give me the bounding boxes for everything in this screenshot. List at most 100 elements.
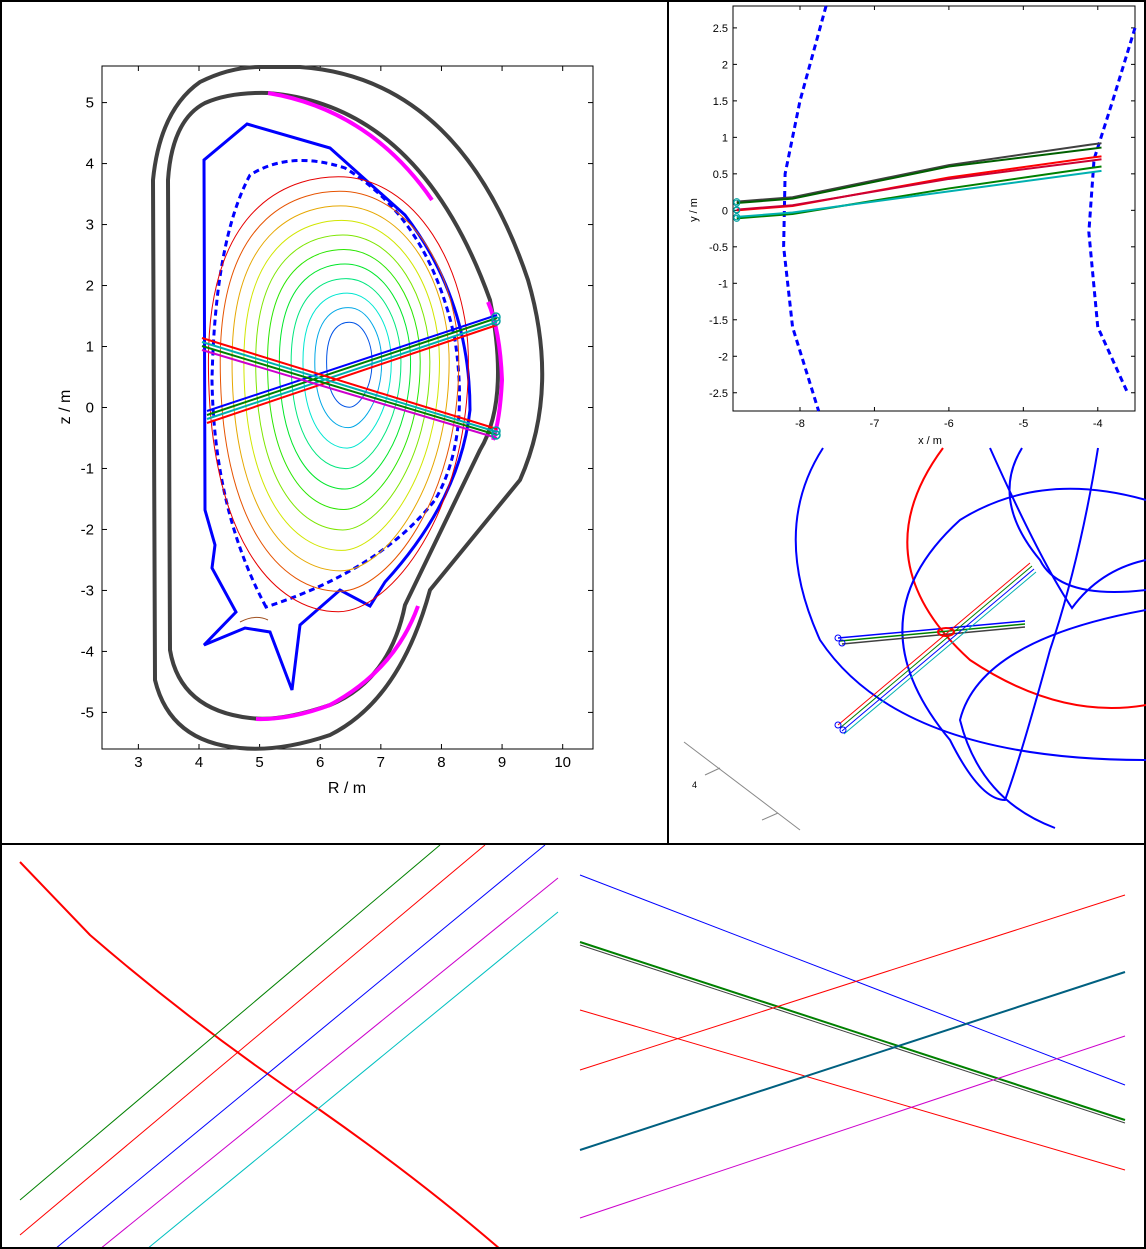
sightline-3d	[839, 623, 1026, 642]
sightline-p5	[579, 874, 1126, 1086]
cross-section-ylabel: z / m	[57, 390, 74, 425]
port-section-bottom	[255, 605, 420, 722]
y-tick-label: -5	[81, 704, 94, 721]
y-tick-label: -0.5	[709, 242, 728, 254]
torus-boundary	[901, 447, 1146, 802]
sightline	[736, 158, 1102, 211]
top-view-data	[733, 5, 1137, 412]
sightline-p5	[579, 1035, 1126, 1219]
flux-surface	[302, 292, 392, 449]
y-tick-label: -1	[81, 460, 94, 477]
perspective-sightlines	[834, 562, 1037, 735]
port-marker-upper	[491, 312, 501, 322]
ellipsoid-oblique	[19, 845, 559, 1247]
y-tick-label: -2	[81, 521, 94, 538]
sightline-p4	[19, 845, 486, 1236]
sightline-p4	[19, 845, 441, 1201]
port-marker	[733, 199, 741, 207]
sightline-lower-red	[201, 337, 498, 430]
torus-boundary	[1008, 447, 1146, 593]
x-tick-label: -6	[944, 418, 954, 430]
ellipsoid-parallel	[670, 672, 1050, 732]
y-tick-label: 1	[86, 339, 94, 356]
sightline-3d	[841, 568, 1035, 732]
port-marker-3d	[834, 634, 842, 642]
top-view-ticks: -8-7-6-5-4-2.5-2-1.5-1-0.500.511.522.5	[709, 6, 1135, 430]
sightline-p4	[56, 845, 546, 1247]
perspective-axis: 4	[683, 741, 801, 831]
y-tick-label: 0	[722, 205, 728, 217]
sightline-lower-magenta	[201, 349, 498, 439]
cross-section-sightlines	[201, 312, 501, 623]
sightline	[736, 169, 1102, 218]
flux-surface	[243, 219, 440, 551]
sightline	[736, 146, 1102, 205]
x-tick-label: 8	[437, 754, 445, 771]
port-marker-lower	[491, 430, 501, 440]
port-marker-3d	[838, 639, 846, 647]
sightline-p4	[148, 911, 559, 1247]
port-marker	[733, 213, 741, 221]
sightline-3d	[841, 626, 1026, 645]
torus-boundary	[794, 447, 1146, 761]
torus-boundary	[958, 609, 1146, 829]
y-tick-label: 2.5	[713, 23, 728, 35]
cross-section-xlabel: R / m	[328, 780, 366, 797]
sightline-upper-green	[206, 317, 498, 416]
top-view-chart: -8-7-6-5-4-2.5-2-1.5-1-0.500.511.522.5 x…	[688, 5, 1137, 447]
panel-frame-bottom	[0, 843, 1146, 1249]
y-tick-label: 2	[722, 59, 728, 71]
y-tick-label: -2.5	[709, 388, 728, 400]
y-tick-label: 0.5	[713, 169, 728, 181]
sightline-p5	[579, 894, 1126, 1071]
sightline-p5	[579, 971, 1126, 1151]
sightline	[736, 142, 1102, 203]
x-tick-label: 6	[316, 754, 324, 771]
ellipsoid-parallel	[670, 672, 1050, 713]
top-view-axes-box	[732, 5, 1136, 412]
axis-3d-tick-label: 4	[692, 780, 697, 790]
y-tick-label: -1.5	[709, 315, 728, 327]
sightline-p5	[579, 944, 1126, 1124]
sightline-3d	[837, 562, 1031, 726]
flux-surface	[326, 321, 373, 408]
flux-surface	[290, 278, 402, 470]
axis-3d-tick	[704, 767, 721, 776]
flux-surfaces	[207, 176, 469, 613]
y-tick-label: -2	[718, 351, 728, 363]
y-tick-label: 5	[86, 95, 94, 112]
ellipsoid-parallel	[670, 631, 1050, 672]
port-section-top	[267, 91, 434, 202]
perspective-3d: 4	[683, 447, 1146, 831]
sightline-upper-blue	[206, 314, 498, 412]
sightline-3d	[843, 571, 1037, 735]
ellipsoid-parallel	[670, 672, 1050, 717]
x-tick-label: 4	[195, 754, 203, 771]
plasma-core-mini	[937, 627, 955, 637]
flux-surface	[266, 248, 421, 510]
plasma-boundary-red	[906, 447, 1146, 709]
axis-3d-line	[683, 741, 801, 831]
y-tick-label: 1.5	[713, 96, 728, 108]
top-view-ylabel: y / m	[688, 198, 700, 222]
x-tick-label: 9	[498, 754, 506, 771]
y-tick-label: 3	[86, 217, 94, 234]
port-marker-upper	[491, 316, 501, 326]
y-tick-label: 2	[86, 278, 94, 295]
sightline-lower-cyan	[201, 341, 498, 433]
outer-boundary	[1087, 27, 1137, 394]
port-marker-3d	[839, 726, 847, 734]
port-marker-lower	[491, 426, 501, 436]
y-tick-label: 4	[86, 156, 94, 173]
flux-surface	[255, 234, 431, 531]
outer-wall-outer	[150, 65, 545, 751]
beam-line	[19, 861, 500, 1247]
ellipsoid-parallel	[670, 627, 1050, 672]
inner-boundary	[782, 5, 828, 412]
port-marker-3d	[834, 721, 842, 729]
sightline-3d	[839, 565, 1033, 729]
sightline-p5	[579, 1009, 1126, 1171]
x-tick-label: 10	[554, 754, 571, 771]
